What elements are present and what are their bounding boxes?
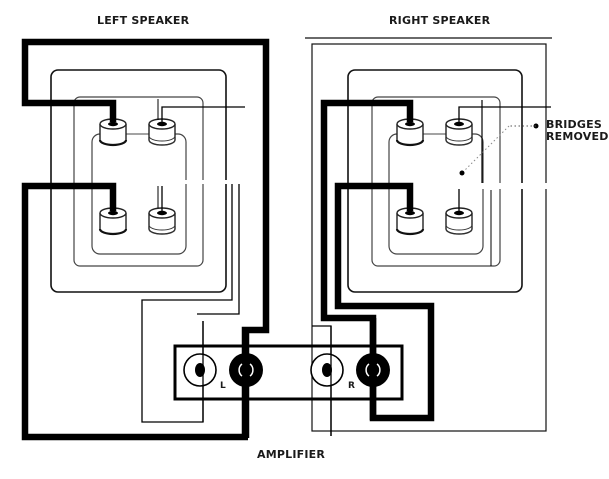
bridges-removed-line1: BRIDGES bbox=[546, 118, 602, 131]
left-terminal-top-positive bbox=[98, 118, 128, 147]
left-terminal-top-negative bbox=[148, 118, 176, 146]
right-speaker-title: RIGHT SPEAKER bbox=[389, 14, 491, 27]
right-speaker-middle-panel bbox=[371, 96, 501, 267]
left-wire-thick-top bbox=[21, 38, 270, 436]
amp-right-negative-terminal bbox=[310, 353, 344, 387]
bridges-removed-label: BRIDGES REMOVED bbox=[546, 119, 609, 143]
right-speaker-outer-panel bbox=[347, 69, 523, 293]
right-terminal-bottom-positive bbox=[395, 207, 425, 236]
amp-right-channel-label: R bbox=[348, 381, 355, 391]
left-speaker-middle-panel bbox=[73, 96, 204, 267]
left-speaker bbox=[50, 69, 227, 293]
left-speaker-terminal-plate bbox=[91, 133, 187, 255]
left-speaker-title: LEFT SPEAKER bbox=[97, 14, 190, 27]
amplifier bbox=[173, 344, 404, 401]
right-speaker bbox=[305, 37, 552, 432]
right-speaker-cabinet bbox=[311, 43, 547, 432]
amplifier-panel bbox=[173, 344, 404, 401]
amp-left-negative-terminal bbox=[183, 353, 217, 387]
right-terminal-bottom-negative bbox=[445, 207, 473, 235]
right-speaker-terminal-plate bbox=[388, 133, 484, 255]
bridges-removed-callout bbox=[459, 123, 539, 176]
right-terminal-top-negative bbox=[445, 118, 473, 146]
left-wire-thin-return-b bbox=[197, 183, 240, 315]
left-wire-thin-top bbox=[161, 106, 245, 122]
right-wire-thin-top bbox=[458, 106, 551, 122]
amp-left-channel-label: L bbox=[220, 381, 226, 391]
amplifier-title: AMPLIFIER bbox=[257, 448, 326, 461]
left-terminal-bottom-negative bbox=[148, 207, 176, 235]
left-wire-thick-bottom bbox=[21, 182, 248, 441]
right-wire-thick-top bbox=[320, 99, 435, 422]
left-terminal-bottom-positive bbox=[98, 207, 128, 236]
bridges-removed-line2: REMOVED bbox=[546, 130, 609, 143]
right-terminal-top-positive bbox=[395, 118, 425, 147]
